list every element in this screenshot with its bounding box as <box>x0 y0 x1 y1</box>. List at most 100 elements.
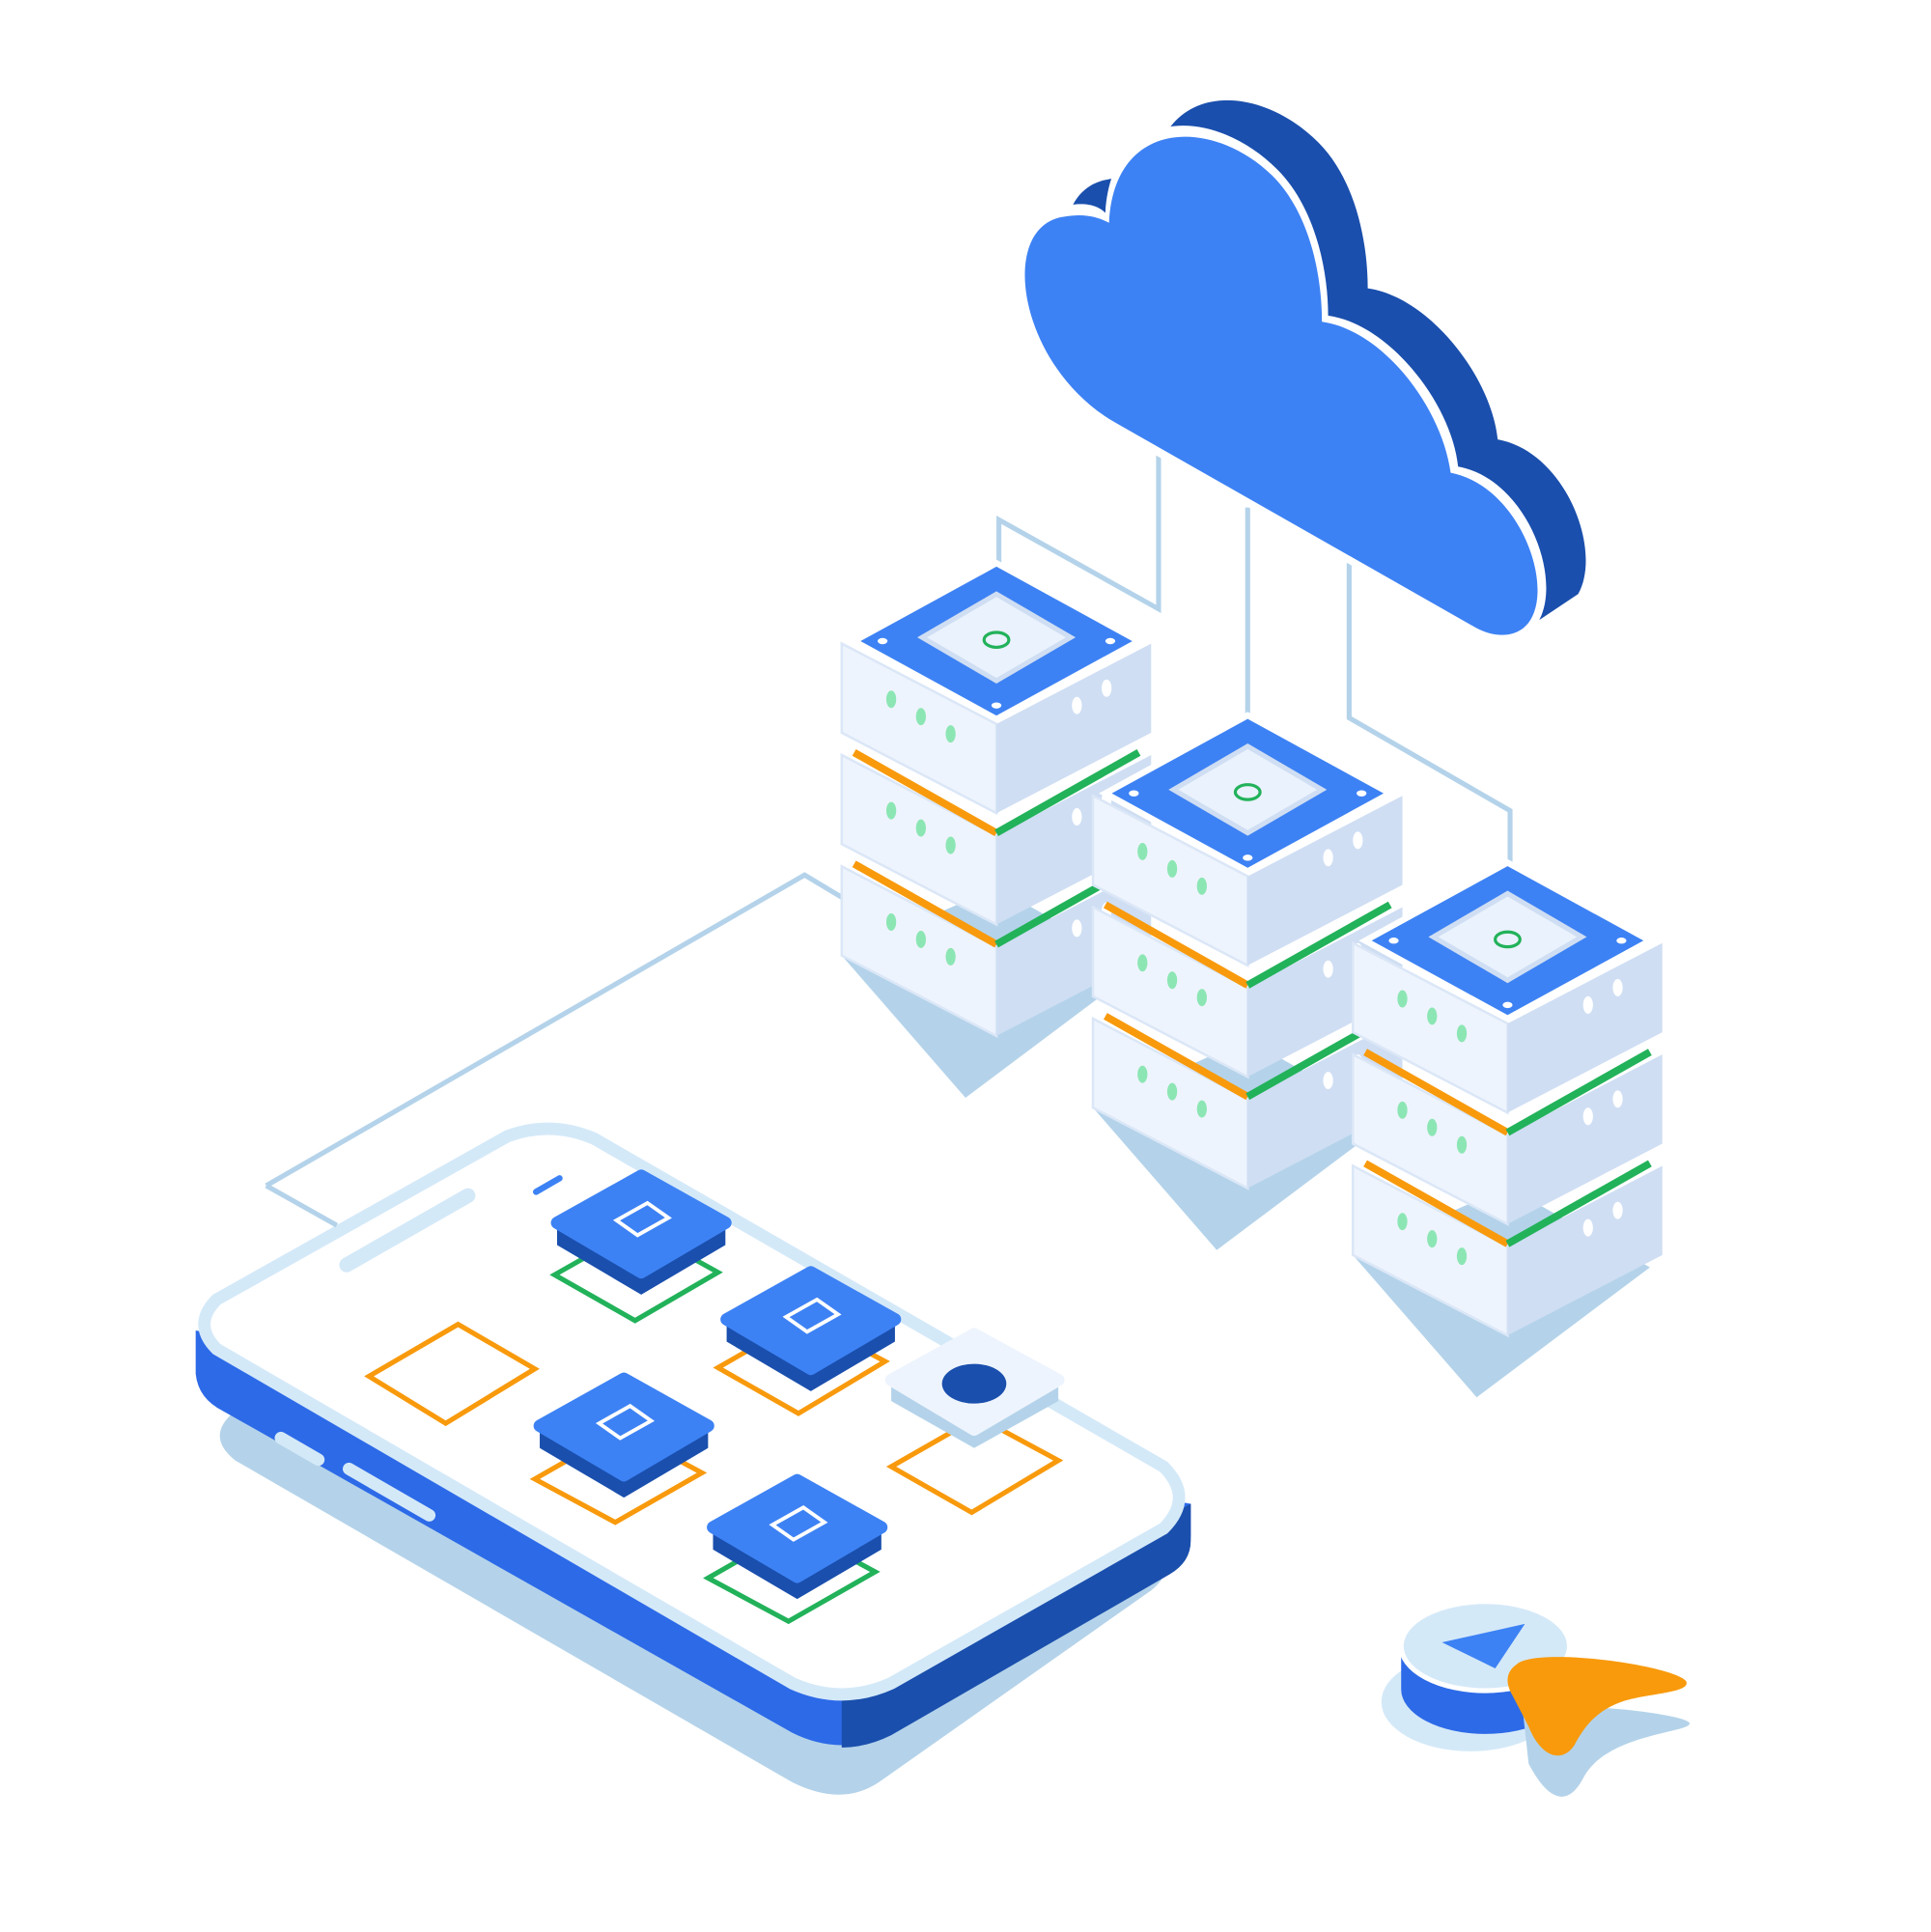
status-led <box>1072 919 1082 938</box>
screw <box>1357 790 1367 797</box>
status-led <box>1397 990 1408 1008</box>
status-led <box>1072 696 1082 714</box>
status-led <box>1166 971 1178 990</box>
status-led <box>1582 995 1593 1014</box>
status-led <box>915 819 926 837</box>
status-led <box>945 947 956 966</box>
status-led <box>1612 1201 1623 1219</box>
status-led <box>915 930 926 948</box>
phone-camera <box>532 1175 563 1195</box>
server-port <box>917 591 1077 684</box>
pie-chart-icon <box>941 1363 1007 1404</box>
status-stripe-orange <box>1363 1049 1510 1136</box>
status-led <box>1196 877 1207 895</box>
app-tile[interactable] <box>720 1266 902 1391</box>
app-tile[interactable] <box>884 1328 1065 1448</box>
status-led <box>1456 1135 1468 1154</box>
screw <box>877 637 888 645</box>
status-stripe-green <box>1245 901 1392 989</box>
cloud-icon <box>1018 99 1586 642</box>
app-slot-outline <box>364 1321 540 1427</box>
status-led <box>1137 954 1148 972</box>
app-tile-top <box>720 1266 902 1376</box>
app-tile[interactable] <box>550 1169 732 1295</box>
status-stripe-orange <box>852 749 998 837</box>
status-led <box>1166 859 1178 878</box>
server-stacks <box>840 559 1663 1398</box>
status-led <box>1323 1072 1333 1090</box>
server-side-right <box>1507 942 1663 1113</box>
status-led <box>915 708 926 726</box>
screw <box>1243 854 1253 861</box>
status-led <box>1582 1218 1593 1237</box>
status-led <box>1137 1065 1148 1083</box>
app-tile-top <box>533 1372 714 1482</box>
connector-node <box>1494 930 1522 949</box>
status-led <box>1427 1007 1438 1025</box>
phone-speaker <box>339 1188 476 1273</box>
music-note-icon <box>782 1297 842 1334</box>
status-led <box>1166 1082 1178 1101</box>
app-tile[interactable] <box>707 1473 888 1600</box>
status-led <box>1582 1107 1593 1126</box>
status-led <box>1196 989 1207 1007</box>
server-unit <box>1351 858 1663 1115</box>
server-unit <box>1091 712 1403 967</box>
send-arrow-icon <box>1441 1623 1525 1668</box>
app-tile-top <box>707 1473 888 1583</box>
pointer-arrow-icon <box>1507 1657 1687 1756</box>
status-led <box>885 690 897 709</box>
status-led <box>1102 679 1112 697</box>
status-stripe-orange <box>1103 901 1250 989</box>
app-icons <box>364 1169 1065 1625</box>
screw <box>1502 1001 1513 1009</box>
status-led <box>1397 1101 1408 1119</box>
server-side-right <box>1507 1054 1663 1224</box>
location-pin-icon <box>612 1200 672 1238</box>
status-stripe-orange <box>852 860 998 948</box>
server-unit <box>1351 1160 1663 1338</box>
status-stripe-green <box>1505 1160 1652 1247</box>
screw <box>1105 637 1116 645</box>
server-side-right <box>996 643 1152 814</box>
screw <box>1129 790 1139 797</box>
app-tile[interactable] <box>533 1372 714 1498</box>
status-stripe-orange <box>1103 1013 1250 1101</box>
screw <box>1616 938 1627 944</box>
status-led <box>885 801 897 820</box>
screw <box>991 702 1002 709</box>
server-side-left <box>1091 1016 1249 1190</box>
status-led <box>1612 1090 1623 1108</box>
status-led <box>1397 1213 1408 1231</box>
status-led <box>1612 978 1623 996</box>
server-stack <box>1351 858 1663 1398</box>
connector-node <box>982 630 1011 650</box>
server-side-right <box>1247 796 1403 966</box>
folder-icon <box>769 1505 828 1542</box>
status-led <box>1427 1118 1438 1136</box>
server-port <box>1168 742 1328 836</box>
phone-power-button <box>343 1462 436 1522</box>
status-led <box>885 913 897 931</box>
phone-volume-button <box>274 1431 325 1467</box>
status-led <box>1323 960 1333 978</box>
status-stripe-green <box>994 749 1141 837</box>
mail-icon <box>595 1403 656 1441</box>
screw <box>1388 938 1399 944</box>
status-led <box>945 836 956 854</box>
server-unit <box>1351 1049 1663 1226</box>
status-led <box>1456 1247 1468 1266</box>
app-tile-top <box>550 1169 732 1279</box>
server-unit <box>840 559 1152 816</box>
status-led <box>1137 842 1148 860</box>
status-stripe-green <box>1505 1049 1652 1136</box>
status-led <box>1072 808 1082 826</box>
status-led <box>945 725 956 743</box>
status-led <box>1427 1230 1438 1248</box>
status-led <box>1323 849 1333 867</box>
server-side-right <box>1507 1165 1663 1336</box>
status-led <box>1353 831 1363 850</box>
server-port <box>1428 890 1587 984</box>
status-led <box>1196 1100 1207 1118</box>
